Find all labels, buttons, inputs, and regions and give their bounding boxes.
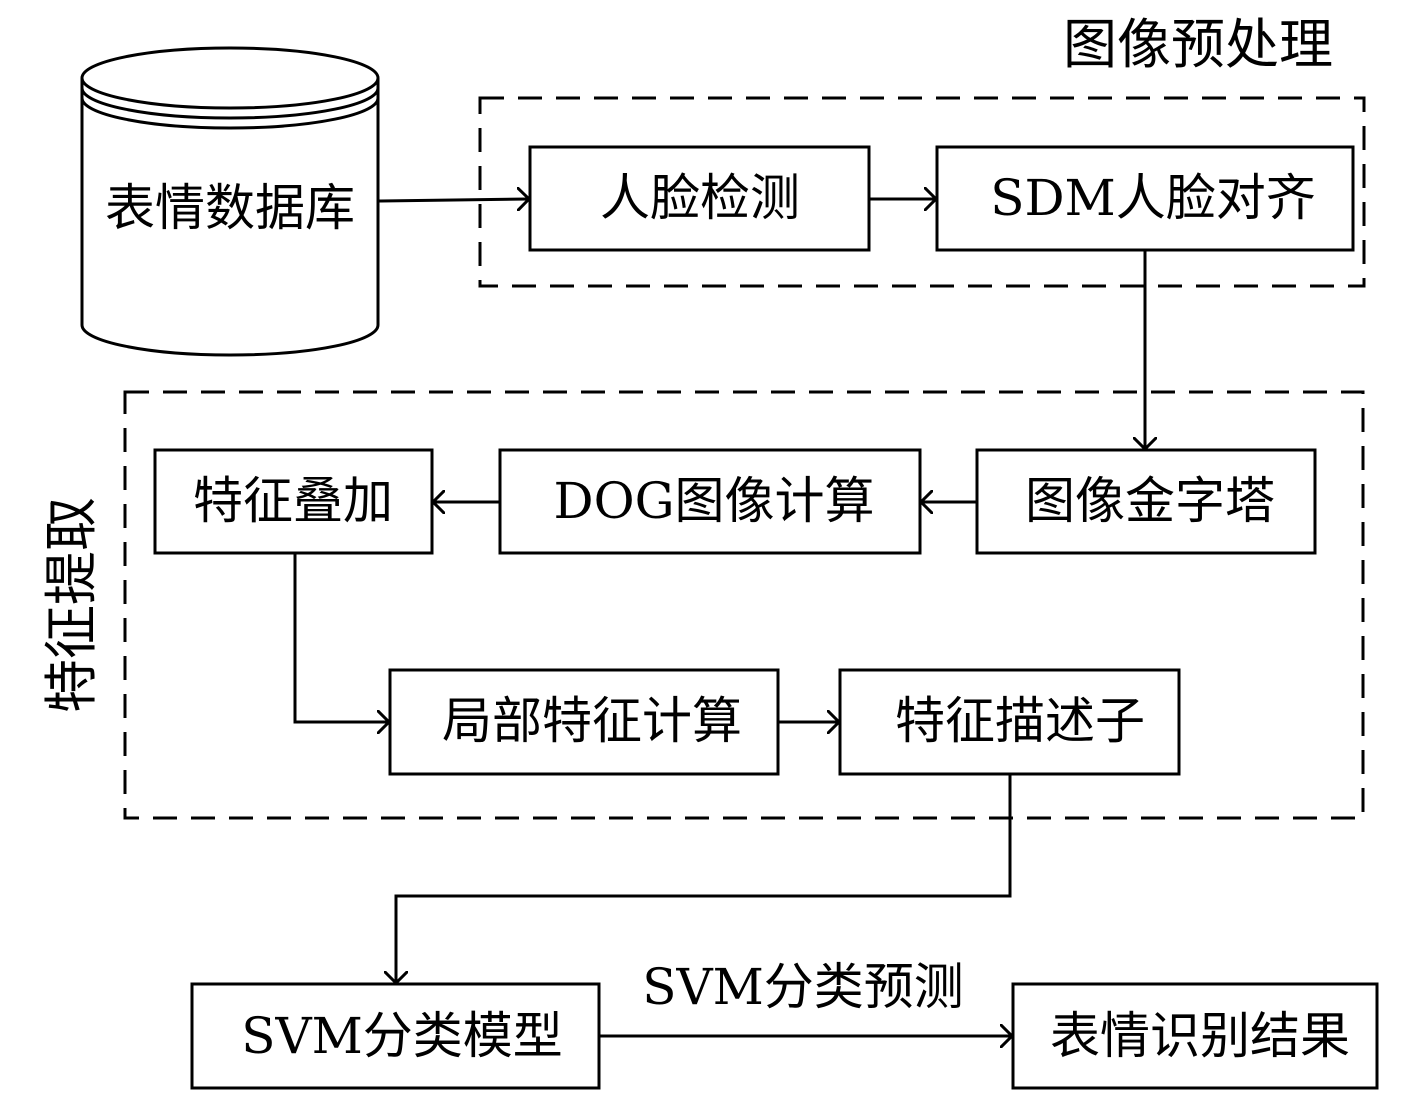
arrow-descriptor-to-svm: [396, 774, 1012, 982]
image-pyramid-node: 图像金字塔: [975, 448, 1317, 555]
preprocessing-group-label: 图像预处理: [1063, 13, 1333, 76]
svm-model-node: SVM分类模型: [190, 982, 601, 1090]
arrow-database-to-face-detection: [377, 199, 528, 201]
arrow-stacking-to-local: [293, 553, 388, 722]
expression-database: 表情数据库: [80, 46, 380, 357]
face-detection-node: 人脸检测: [528, 145, 871, 252]
sdm-alignment-node: SDM人脸对齐: [935, 145, 1355, 252]
svm-model-label: SVM分类模型: [241, 1007, 563, 1065]
sdm-alignment-label: SDM人脸对齐: [990, 169, 1316, 227]
local-feature-label: 局部特征计算: [442, 692, 742, 750]
svm-predict-edge-label: SVM分类预测: [642, 958, 964, 1016]
feature-descriptor-label: 特征描述子: [895, 692, 1145, 750]
local-feature-node: 局部特征计算: [388, 668, 780, 776]
result-node: 表情识别结果: [1011, 982, 1379, 1090]
image-pyramid-label: 图像金字塔: [1025, 472, 1275, 530]
feature-stacking-label: 特征叠加: [193, 472, 393, 530]
feature-descriptor-node: 特征描述子: [838, 668, 1181, 776]
face-detection-label: 人脸检测: [600, 169, 800, 227]
feature-stacking-node: 特征叠加: [153, 448, 434, 555]
feature-extraction-group: 特征提取: [40, 390, 1365, 820]
database-label: 表情数据库: [105, 179, 355, 237]
preprocessing-group: 图像预处理: [478, 13, 1366, 288]
dog-computation-node: DOG图像计算: [498, 448, 922, 555]
feature-extraction-group-label: 特征提取: [40, 497, 103, 713]
dog-computation-label: DOG图像计算: [553, 472, 874, 530]
result-label: 表情识别结果: [1050, 1007, 1350, 1065]
